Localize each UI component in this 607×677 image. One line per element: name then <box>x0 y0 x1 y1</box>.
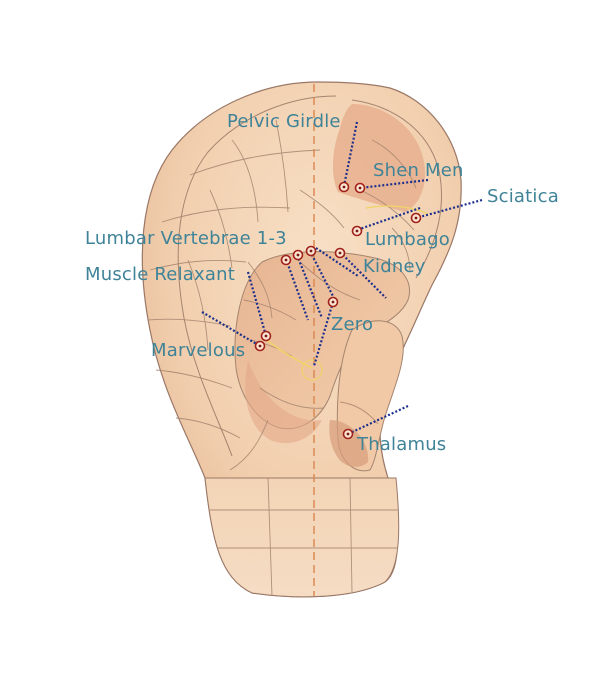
label-kidney: Kidney <box>363 256 426 277</box>
label-lumbar-vertebrae: Lumbar Vertebrae 1-3 <box>85 228 287 249</box>
label-sciatica: Sciatica <box>487 186 559 207</box>
point-lumbago <box>351 225 363 237</box>
ear-lobe <box>204 477 400 598</box>
point-muscle-relaxant <box>260 330 272 342</box>
point-marvelous <box>254 340 266 352</box>
zone-lines <box>147 119 417 471</box>
helix-rim <box>177 95 337 457</box>
point-sciatica <box>410 212 422 224</box>
label-pelvic-girdle: Pelvic Girdle <box>227 111 341 132</box>
leader-lines <box>201 121 483 435</box>
helix-rim-right <box>351 99 443 279</box>
point-lumbar-2 <box>292 249 304 261</box>
point-zero <box>327 296 339 308</box>
zero-point-ring <box>301 359 323 381</box>
label-shen-men: Shen Men <box>373 160 464 181</box>
point-lumbar-1 <box>280 254 292 266</box>
point-kidney <box>334 247 346 259</box>
label-marvelous: Marvelous <box>151 340 246 361</box>
acupoint-markers <box>254 181 422 440</box>
lobe-grid <box>210 477 398 597</box>
label-muscle-relaxant: Muscle Relaxant <box>85 264 235 285</box>
intertragic-notch <box>329 420 369 467</box>
point-pelvic-girdle <box>338 181 350 193</box>
label-thalamus: Thalamus <box>357 434 447 455</box>
point-shen-men <box>354 182 366 194</box>
yellow-guide-right <box>365 205 429 215</box>
label-lumbago: Lumbago <box>365 229 450 250</box>
label-zero: Zero <box>331 314 374 335</box>
cavum-shadow <box>245 360 322 444</box>
point-thalamus <box>342 428 354 440</box>
point-lumbar-3 <box>305 245 317 257</box>
